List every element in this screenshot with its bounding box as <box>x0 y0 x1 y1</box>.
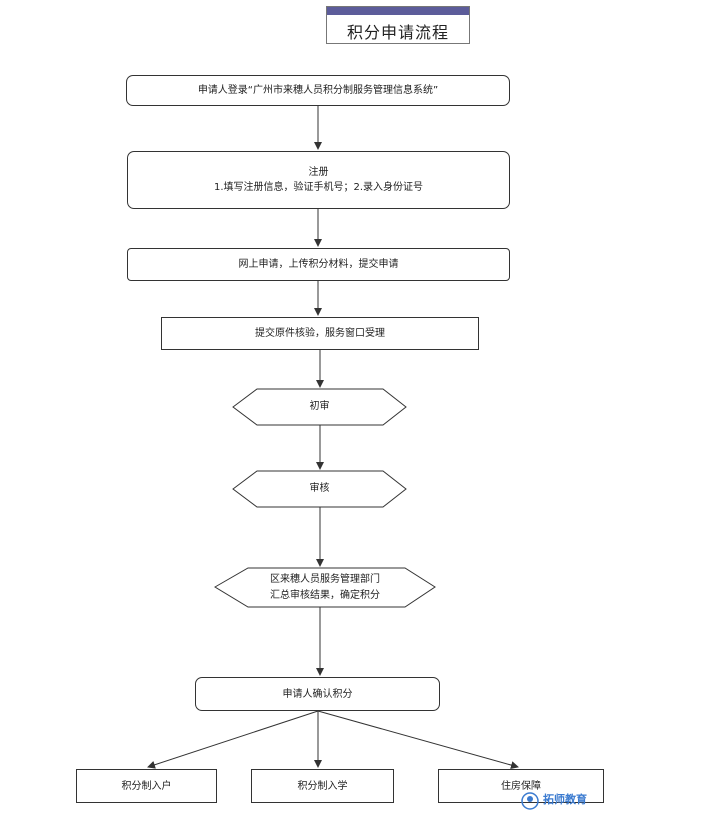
arrow-confirm-housing <box>317 710 519 769</box>
step-district-line2: 汇总审核结果，确定积分 <box>270 589 380 601</box>
step-verify-label: 提交原件核验，服务窗口受理 <box>255 328 385 339</box>
title-accent-bar <box>327 7 469 15</box>
step-verify: 提交原件核验，服务窗口受理 <box>161 317 479 350</box>
step-audit: 审核 <box>233 471 406 507</box>
step-apply-online: 网上申请，上传积分材料，提交申请 <box>127 248 510 281</box>
step-district-line1: 区来穗人员服务管理部门 <box>270 573 380 585</box>
step-register-title: 注册 <box>308 167 329 178</box>
hexagon-first-review <box>232 388 407 426</box>
outcome-hukou: 积分制入户 <box>76 769 217 803</box>
outcome-school: 积分制入学 <box>251 769 394 803</box>
watermark-logo-icon <box>521 792 539 810</box>
step-confirm-label: 申请人确认积分 <box>282 688 353 700</box>
step-first-review-label: 初审 <box>309 401 330 412</box>
hexagon-district <box>214 567 436 608</box>
page-title: 积分申请流程 <box>346 23 449 42</box>
watermark-text: 拓师教育 <box>543 793 587 806</box>
step-district: 区来穗人员服务管理部门 汇总审核结果，确定积分 <box>215 568 435 607</box>
outcome-housing: 住房保障 <box>438 769 604 803</box>
watermark: 拓师教育 <box>516 791 612 813</box>
outcome-housing-label: 住房保障 <box>501 780 541 792</box>
step-confirm: 申请人确认积分 <box>195 677 440 711</box>
step-apply-online-label: 网上申请，上传积分材料，提交申请 <box>238 259 399 270</box>
arrow-confirm-hukou <box>147 710 319 769</box>
title-box: 积分申请流程 <box>326 6 470 44</box>
step-audit-label: 审核 <box>309 483 330 494</box>
outcome-hukou-label: 积分制入户 <box>121 780 172 792</box>
hexagon-audit <box>232 470 407 508</box>
outcome-school-label: 积分制入学 <box>297 780 348 792</box>
step-login-label: 申请人登录“广州市来穗人员积分制服务管理信息系统” <box>197 85 439 96</box>
step-register-detail: 1.填写注册信息，验证手机号；2.录入身份证号 <box>213 182 424 193</box>
step-register: 注册 1.填写注册信息，验证手机号；2.录入身份证号 <box>127 151 510 209</box>
step-first-review: 初审 <box>233 389 406 425</box>
step-login: 申请人登录“广州市来穗人员积分制服务管理信息系统” <box>126 75 510 106</box>
